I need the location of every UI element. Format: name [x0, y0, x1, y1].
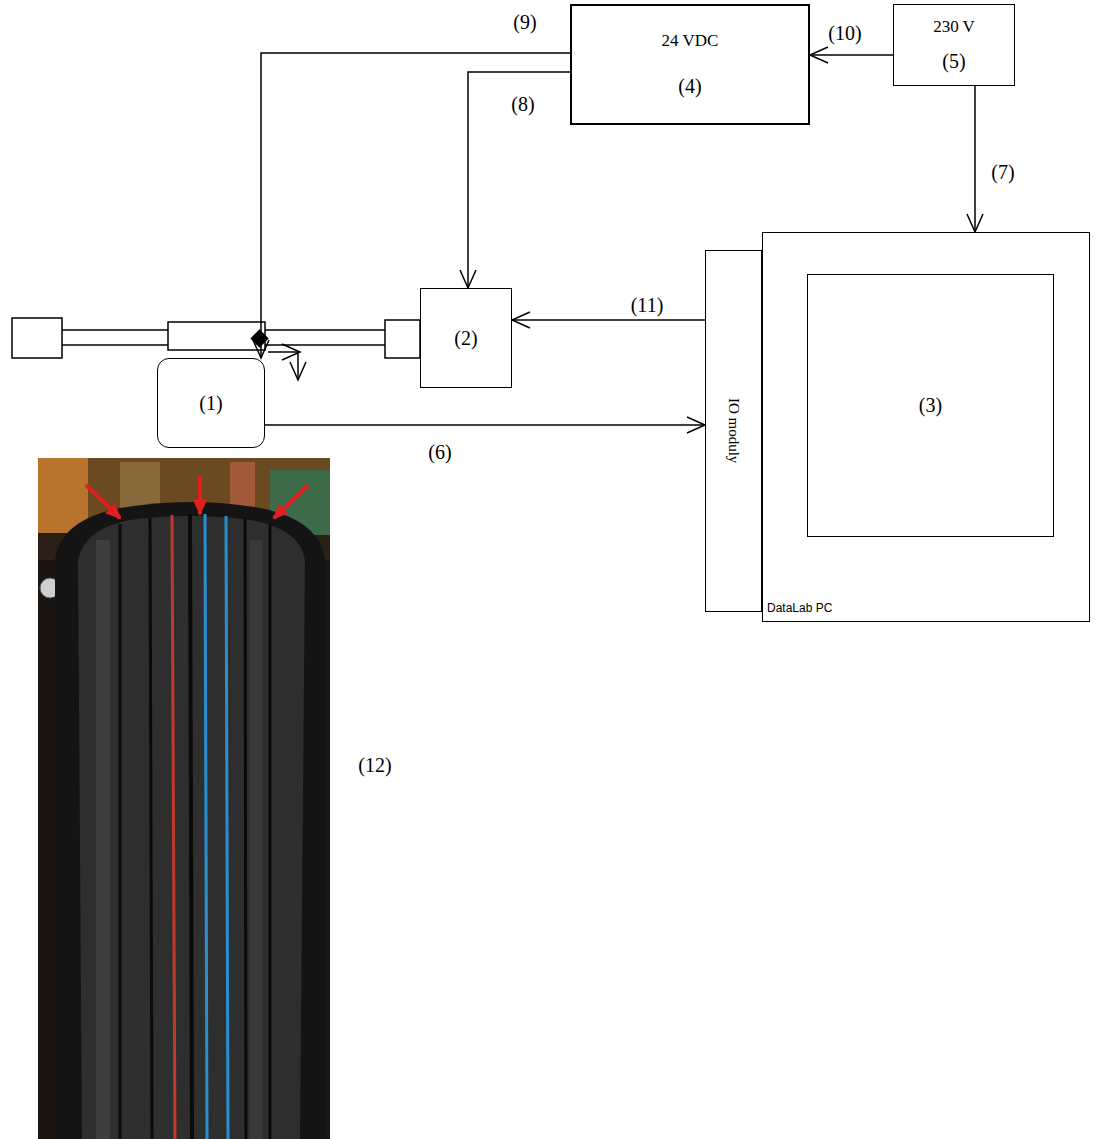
photo-background	[38, 458, 88, 533]
coupling-block	[385, 320, 420, 358]
sensor-symbol	[250, 329, 268, 347]
signal-connector	[468, 72, 570, 288]
signal-connector	[261, 53, 570, 358]
blue-stripe	[205, 514, 207, 1139]
callout-number: (9)	[511, 11, 538, 34]
red-arrow	[198, 476, 202, 514]
node-text: (3)	[919, 394, 942, 417]
node-text: IO moduly	[725, 398, 742, 463]
mains-box: 230 V (5)	[893, 4, 1015, 86]
red-arrow	[86, 485, 120, 518]
bearing-block	[168, 322, 265, 350]
callout-number: (8)	[509, 93, 536, 116]
node-text: DataLab PC	[767, 602, 832, 616]
tread-groove	[245, 518, 246, 1139]
red-arrow	[274, 485, 308, 518]
signal-connector	[810, 54, 893, 56]
actuator-box: (2)	[420, 288, 512, 388]
tread-groove	[269, 524, 272, 1139]
signal-arrow	[297, 352, 299, 380]
signal-connector	[512, 319, 705, 321]
callout-number: (10)	[826, 22, 863, 45]
shaft-end-block	[12, 318, 62, 358]
tire-photo	[38, 458, 330, 1139]
node-text: 230 V	[933, 17, 975, 37]
red-stripe	[172, 515, 175, 1139]
pc-housing: (3) DataLab PC	[762, 232, 1090, 622]
tread-highlight	[250, 540, 262, 1139]
node-text: (5)	[942, 50, 965, 73]
photo-ground	[38, 458, 330, 1139]
tire-body	[55, 502, 325, 1139]
signal-connector	[974, 86, 976, 232]
tread-groove	[119, 524, 122, 1139]
io-module-panel: IO moduly	[705, 250, 762, 612]
blue-stripe	[226, 516, 228, 1139]
tread-groove	[190, 514, 192, 1139]
callout-number: (6)	[426, 441, 453, 464]
node-text: (1)	[199, 392, 222, 415]
node-text: 24 VDC	[662, 31, 719, 51]
node-text: (2)	[454, 327, 477, 350]
node-text: (4)	[678, 75, 701, 98]
pc-screen: (3)	[807, 274, 1054, 537]
tread-groove	[150, 518, 152, 1139]
tread-highlight	[96, 540, 110, 1139]
signal-arrow	[268, 351, 300, 353]
power-supply-box: 24 VDC (4)	[570, 4, 810, 125]
signal-connector	[265, 424, 705, 426]
callout-number: (12)	[356, 754, 393, 777]
sensor-unit-box: (1)	[157, 358, 265, 448]
callout-number: (11)	[629, 294, 666, 317]
callout-number: (7)	[989, 161, 1016, 184]
